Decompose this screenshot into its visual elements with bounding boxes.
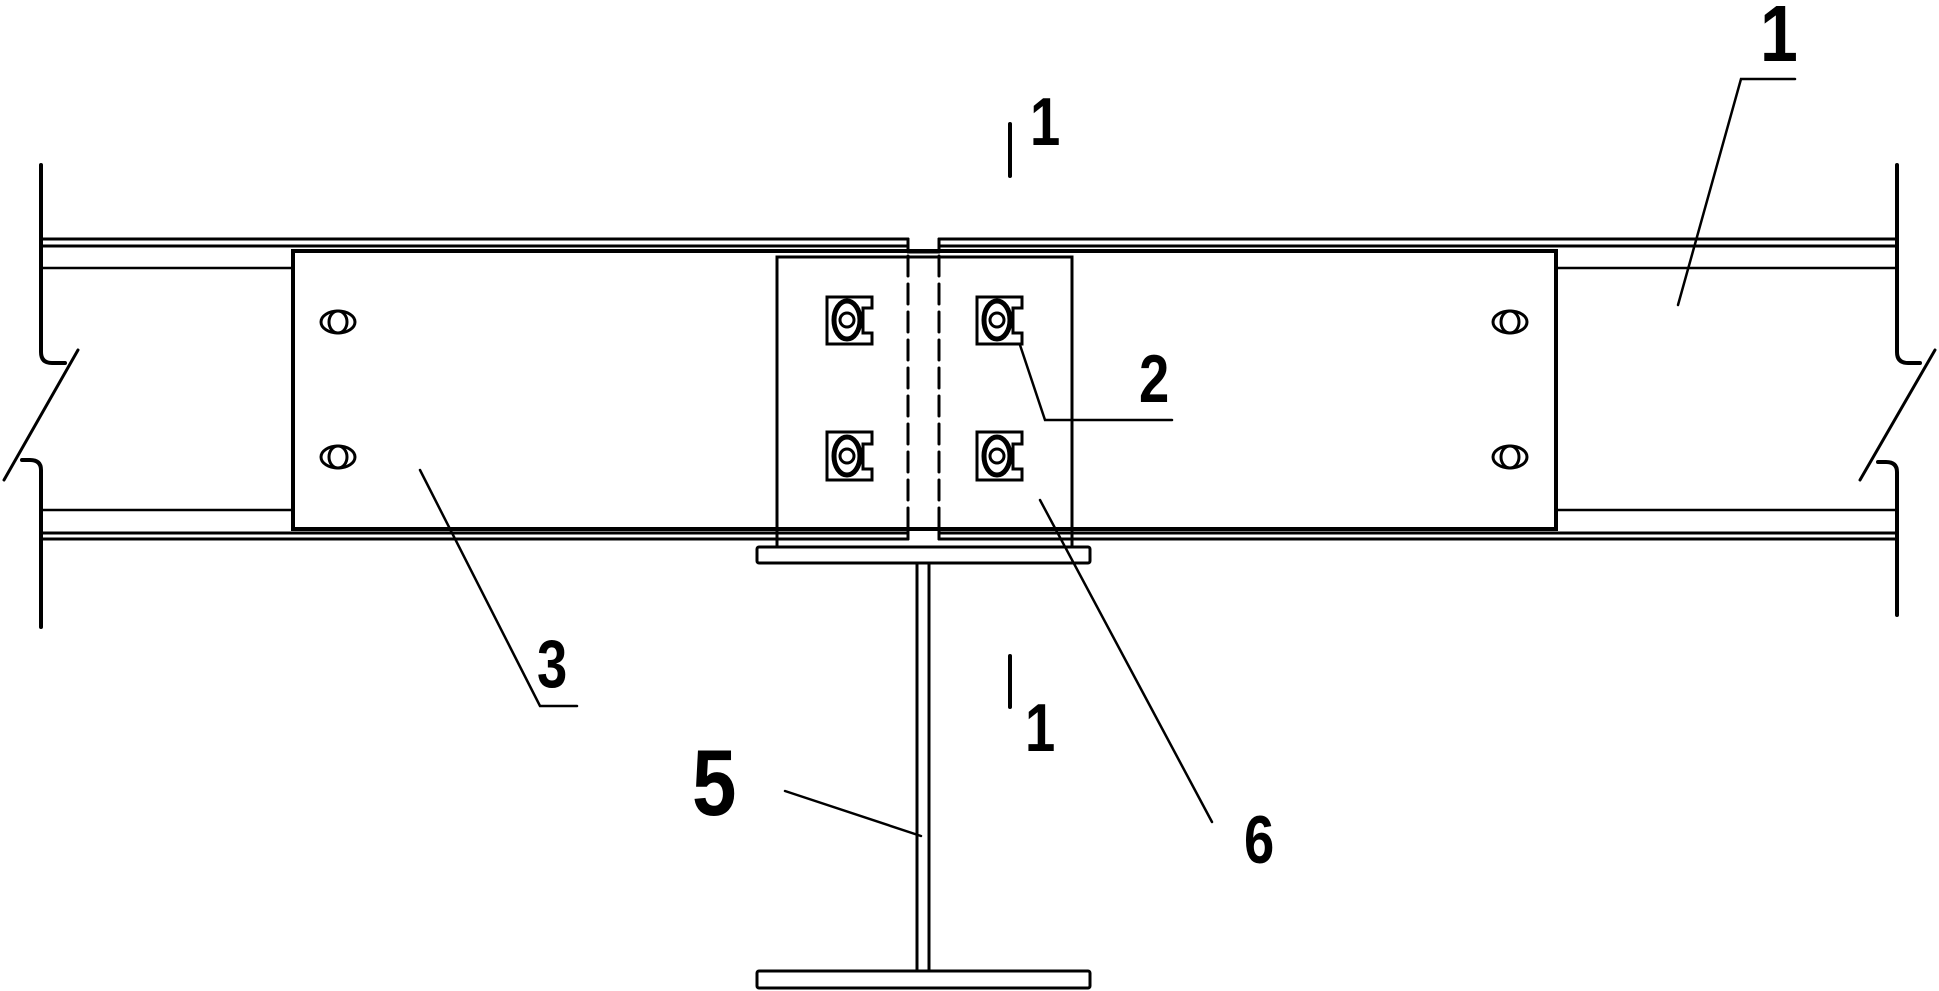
bolt-clip-icon [975,295,1024,346]
label-bolt: 2 [1139,341,1170,417]
bolt-clip-icon [975,430,1024,482]
bolts-with-clips [825,295,1024,482]
bolt-clip-icon [825,430,874,482]
slotted-bolt-holes [319,309,1529,470]
beam-gap [906,237,941,541]
column-bottom-flange [755,969,1092,990]
connection-plate [775,255,1074,549]
bolt-hole-icon [319,309,357,335]
section-mark-bottom-label: 1 [1025,690,1056,766]
leader-5 [783,789,923,838]
left-break-line [20,163,67,629]
leader-1 [1676,77,1797,307]
left-beam [2,163,910,629]
right-break-slash [1858,348,1937,482]
bolt-hole-icon [1491,444,1529,470]
section-mark-top-label: 1 [1030,84,1061,160]
label-splice-plate: 3 [537,626,568,702]
left-break-slash [2,348,80,482]
right-break-line [1876,163,1922,617]
bolt-hole-icon [319,444,357,470]
leader-lines [418,77,1797,838]
column-top-flange [755,545,1092,565]
leader-2 [1018,343,1174,422]
leader-3 [418,468,579,708]
column [755,545,1092,990]
bolt-clip-icon [825,295,874,346]
bolt-hole-icon [1491,309,1529,335]
splice-plate [291,249,1558,531]
leader-6 [1038,498,1214,824]
label-beam: 1 [1760,0,1798,78]
label-connection-plate: 6 [1244,802,1275,878]
label-column: 5 [692,730,737,835]
right-beam [937,163,1937,617]
